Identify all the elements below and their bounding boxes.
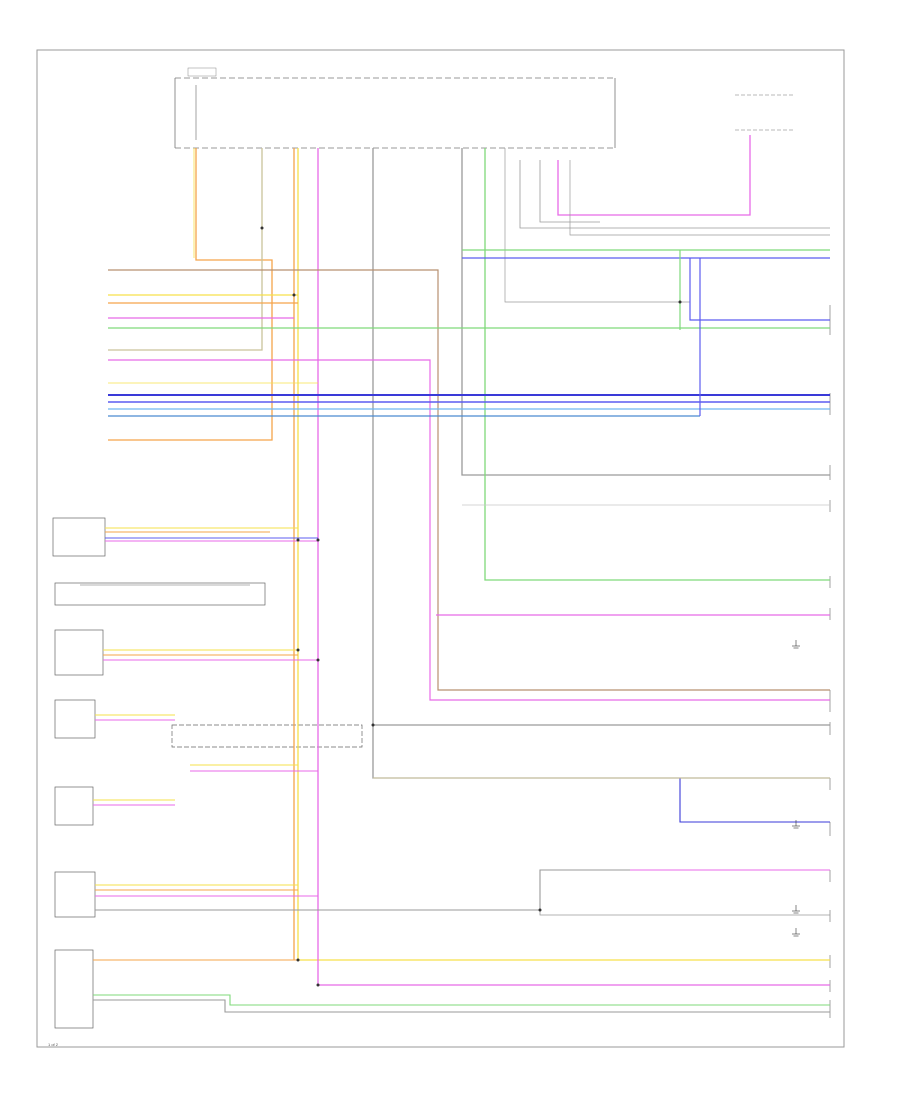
passenger-seat-switch-box-1 [54,786,94,826]
wire-gray-2 [461,148,830,476]
horizontal-wires [108,249,830,701]
passenger-switch-box-1 [54,629,104,676]
rear-module-top-right [735,94,795,131]
wire-green-long [484,148,830,581]
driver-door-switch-box [54,949,94,1029]
wire-brown-top [108,269,830,691]
wire-gray-3 [504,148,690,303]
passenger-door-switch-box [54,699,96,739]
wire-violet-mid [108,359,830,701]
passenger-seat-switch-box-2 [54,871,96,918]
seat-heater-module-box [54,582,266,606]
page-id: 1 of 2 [48,1042,59,1047]
diagram-frame [36,49,845,1048]
vertical-wires [108,135,830,986]
rear-seat-module-box [52,517,106,557]
lower-left-wires [80,527,830,1013]
wire-gray-trunk [372,148,830,779]
pass-seat-mid-box [171,724,363,748]
left-component-boxes [52,517,363,1029]
wire-yellow-orange-top [108,148,273,441]
wire-violet-trunk [317,148,830,986]
wire-violet-top-right [557,135,751,216]
top-module [174,67,616,149]
wire-tan-1 [108,148,263,351]
ground-symbols [792,640,800,937]
splice-dots [260,226,682,987]
